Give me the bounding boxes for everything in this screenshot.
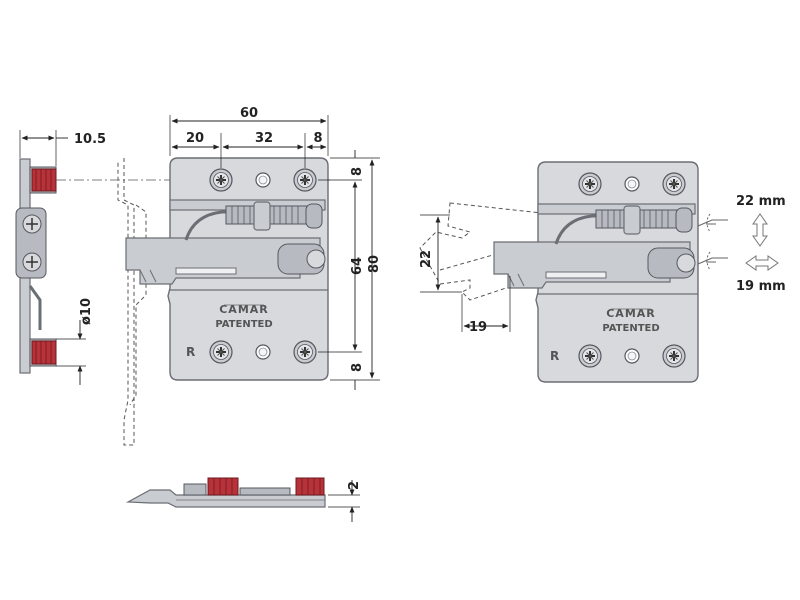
screw-icon (209, 168, 233, 192)
bottom-plate-profile (125, 489, 326, 508)
dim-width-label: 60 (240, 106, 258, 121)
screwdriver-icon (697, 213, 728, 271)
side-mark: R (186, 345, 195, 359)
adjust-height-label: 22 mm (736, 194, 786, 209)
brand-logo: CAMAR (219, 303, 269, 316)
depth-arrow-icon (745, 255, 779, 271)
hole-icon (255, 344, 271, 360)
adjust-side-mark: R (550, 349, 559, 363)
screw-icon (209, 340, 233, 364)
adjust-depth-label: 19 mm (736, 279, 786, 294)
dim-top-margin-label: 8 (350, 167, 365, 176)
dim-height-label: 80 (367, 255, 382, 273)
bottom-insert (31, 340, 57, 365)
hole-icon (255, 172, 271, 188)
dim-seg3-label: 8 (313, 131, 322, 146)
dim-bottom-margin-label: 8 (350, 363, 365, 372)
cabinet-profile-outline (117, 158, 135, 446)
dim-seg1-label: 20 (186, 131, 204, 146)
screw-icon (293, 340, 317, 364)
dim-diameter-label: ø10 (79, 298, 94, 325)
dim-vertical-label: 22 (419, 250, 434, 268)
dim-thickness-label: 2 (347, 481, 362, 490)
patented-text: PATENTED (215, 319, 272, 330)
adjustment-view: CAMAR PATENTED R 22 19 22 mm 19 mm (419, 161, 786, 383)
dim-depth-label: 19 (469, 320, 487, 335)
front-view: CAMAR PATENTED R 60 20 32 8 80 64 8 8 (117, 106, 382, 446)
adjust-brand-logo: CAMAR (606, 307, 656, 320)
bottom-insert-right (295, 477, 325, 496)
rotated-arm-outline (419, 202, 561, 301)
dim-top-label: 10.5 (74, 132, 106, 147)
dim-seg2-label: 32 (255, 131, 273, 146)
adjust-patented-text: PATENTED (602, 323, 659, 334)
side-view: 10.5 ø10 (15, 130, 106, 385)
bottom-insert-left (207, 477, 239, 496)
bottom-view: 2 (125, 477, 362, 522)
dim-inner-label: 64 (350, 257, 365, 275)
height-arrow-icon (752, 213, 768, 247)
screw-icon (293, 168, 317, 192)
